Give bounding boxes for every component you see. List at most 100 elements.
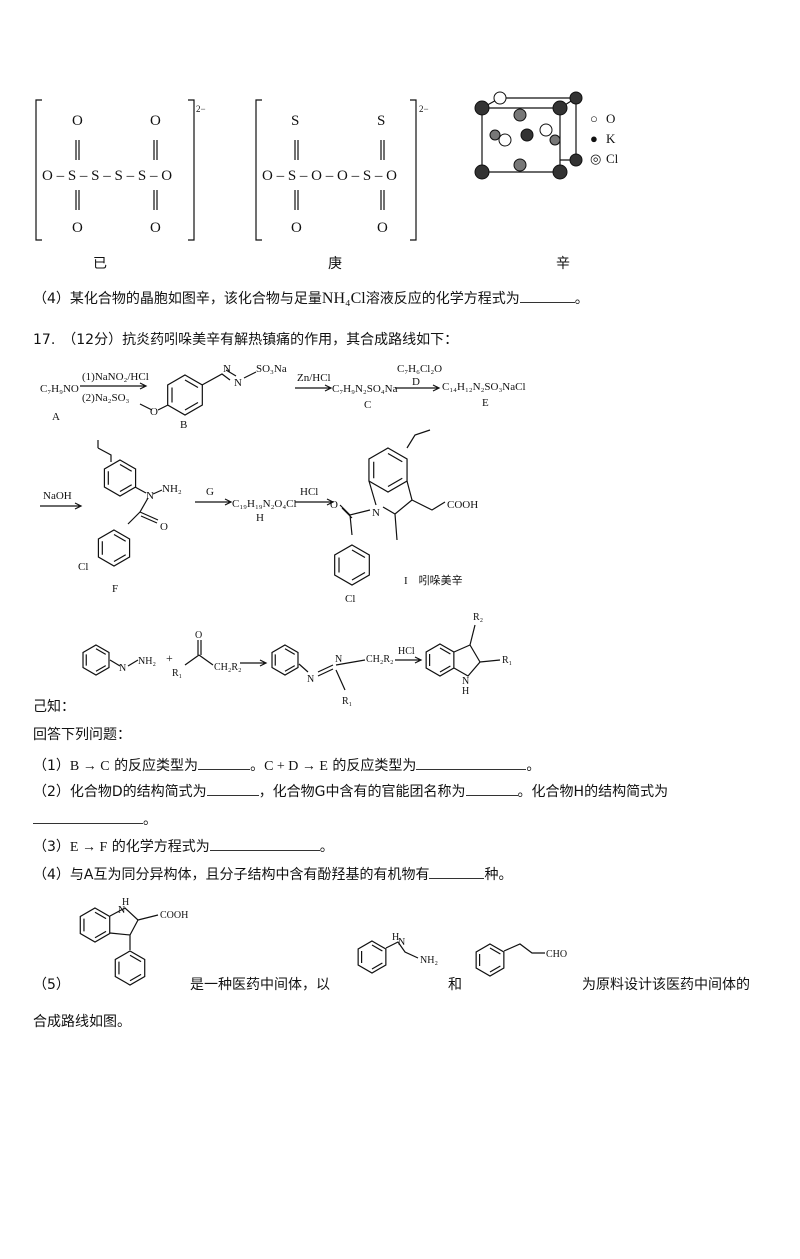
charge: 2− bbox=[419, 104, 429, 114]
question-4: （4）与A互为同分异构体，且分子结构中含有酚羟基的有机物有种。 bbox=[33, 864, 512, 884]
atom: Cl bbox=[78, 561, 88, 573]
text: 。 bbox=[526, 758, 541, 774]
atom: N bbox=[335, 654, 342, 665]
benzene-ring-B bbox=[167, 374, 203, 416]
formula: NH₄Cl bbox=[321, 290, 366, 307]
legend-text: O bbox=[606, 111, 615, 126]
compound-A-formula: C₇H₉NO bbox=[40, 383, 79, 395]
benzene-ring bbox=[114, 950, 146, 986]
double-bond bbox=[113, 554, 126, 563]
text: ，化合物G中含有的官能团名称为 bbox=[258, 784, 466, 800]
chain: O – S – S – S – S – O bbox=[42, 168, 172, 184]
plus: + bbox=[166, 651, 173, 665]
text: （4）某化合物的晶胞如图辛，该化合物与足量 bbox=[33, 291, 322, 307]
atom: N bbox=[146, 490, 154, 502]
double-bond bbox=[284, 665, 296, 672]
reagent: NaOH bbox=[43, 490, 72, 502]
atom: O bbox=[150, 406, 158, 418]
atom: H bbox=[462, 686, 469, 697]
question-5-text2: 和 bbox=[448, 977, 462, 993]
text: 。 bbox=[574, 291, 589, 307]
atom: CH₂R₂ bbox=[214, 662, 242, 673]
ring-outline bbox=[167, 374, 203, 416]
double-bond bbox=[129, 973, 142, 982]
double-bond bbox=[489, 965, 501, 973]
ring-outline bbox=[425, 643, 455, 677]
atom: NH₂ bbox=[420, 955, 438, 966]
compound-E-label: E bbox=[482, 397, 489, 409]
text: 的反应类型为 bbox=[332, 758, 417, 774]
double-bond bbox=[351, 571, 366, 581]
double-bond bbox=[387, 452, 403, 463]
text: （4）与A互为同分异构体，且分子结构中含有酚羟基的有机物有 bbox=[33, 867, 430, 883]
double-bond bbox=[113, 533, 126, 542]
question-1: （1）B → C 的反应类型为。C + D → E 的反应类型为。 bbox=[33, 755, 540, 775]
answer-blank[interactable] bbox=[465, 783, 518, 796]
compound-D-label: D bbox=[412, 376, 420, 388]
ring-outline bbox=[97, 529, 131, 567]
answer-blank[interactable] bbox=[206, 783, 259, 796]
known-title: 己知： bbox=[33, 699, 75, 715]
ring-outline bbox=[82, 644, 110, 676]
atom: O bbox=[72, 113, 83, 129]
ring-outline bbox=[357, 940, 387, 974]
text: 。 bbox=[319, 839, 334, 855]
atom: R₁ bbox=[342, 696, 352, 707]
benzene-ring-F2 bbox=[97, 529, 131, 567]
answer-blank[interactable] bbox=[198, 757, 251, 770]
legend-symbol: ◎ bbox=[590, 151, 601, 166]
benzene-ring bbox=[79, 907, 111, 943]
answer-blank[interactable] bbox=[209, 838, 320, 851]
crystal-cell-xin: ○ O ● K ◎ Cl bbox=[474, 91, 619, 180]
atom: NH₂ bbox=[138, 656, 156, 667]
atom: CHO bbox=[546, 949, 567, 960]
double-bond bbox=[439, 665, 451, 673]
text: C + D → E bbox=[264, 759, 328, 774]
legend-text: Cl bbox=[606, 151, 619, 166]
atom: N bbox=[118, 905, 125, 916]
double-bond bbox=[94, 930, 107, 939]
structure-ji: O O O – S – S – S – S – O O O 2− bbox=[35, 99, 206, 241]
double-bond bbox=[129, 954, 142, 963]
legend-text: K bbox=[606, 131, 616, 146]
text: 。 bbox=[250, 758, 265, 774]
question-17-header: 17. （12分）抗炎药吲哚美辛有解热镇痛的作用，其合成路线如下： bbox=[33, 332, 459, 348]
ring-outline bbox=[79, 907, 111, 943]
compound-E-formula: C₁₄H₁₂N₂SO₃NaCl bbox=[442, 381, 526, 393]
atom: N bbox=[372, 507, 380, 519]
q5-structures: H N COOH H N NH₂ CHO bbox=[79, 897, 567, 986]
atom: O bbox=[160, 521, 168, 533]
double-bond bbox=[489, 947, 501, 955]
benzene-ring-F1 bbox=[103, 459, 137, 497]
double-bond bbox=[371, 962, 383, 970]
atom: O bbox=[72, 220, 83, 236]
atom: R₁ bbox=[172, 668, 182, 679]
answer-blank[interactable] bbox=[519, 290, 575, 303]
reagent: HCl bbox=[398, 646, 415, 657]
answer-blank[interactable] bbox=[416, 757, 527, 770]
compound-I-label: I 吲哚美辛 bbox=[404, 573, 463, 587]
label-geng: 庚 bbox=[328, 256, 342, 272]
compound-C-label: C bbox=[364, 399, 371, 411]
text: （1） bbox=[33, 758, 70, 774]
atom: H bbox=[122, 897, 129, 908]
atom: R₂ bbox=[473, 612, 483, 623]
atom: Cl bbox=[345, 593, 355, 605]
answer-blank[interactable] bbox=[33, 811, 143, 824]
atom: COOH bbox=[160, 910, 188, 921]
atom: N bbox=[223, 363, 231, 375]
questions-intro: 回答下列问题： bbox=[33, 727, 131, 743]
compound-H-formula: C₁₉H₁₉N₂O₄Cl bbox=[232, 498, 297, 510]
reagent: Zn/HCl bbox=[297, 372, 331, 384]
atom: O bbox=[195, 630, 202, 641]
compound-A-label: A bbox=[52, 411, 60, 423]
answer-blank[interactable] bbox=[429, 866, 485, 879]
atom: R₁ bbox=[502, 655, 512, 666]
compound-F-label: F bbox=[112, 583, 118, 595]
atom: CH₂R₂ bbox=[366, 654, 394, 665]
atom: N bbox=[234, 377, 242, 389]
synthesis-row-2: NaOH N NH₂ O Cl F G C₁₉H₁₉N₂O₄Cl H HCl N… bbox=[40, 429, 478, 605]
double-bond bbox=[371, 944, 383, 952]
